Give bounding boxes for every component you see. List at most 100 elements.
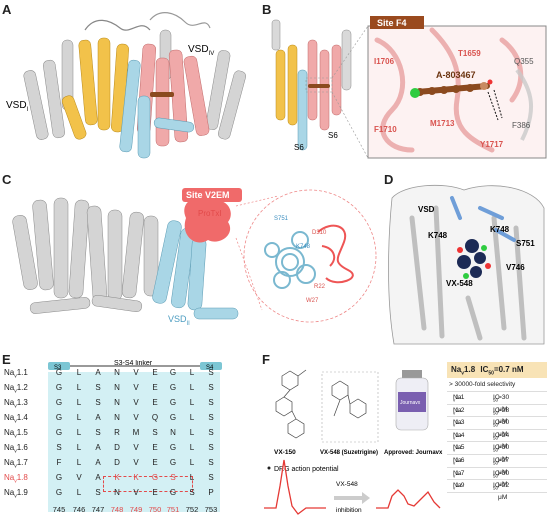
journavx-bottle: Journavx	[395, 370, 429, 431]
residue-cell: V	[133, 488, 139, 497]
residue-cell: G	[169, 458, 177, 467]
residue-cell: V	[76, 473, 82, 482]
compound-journavx: Approved: Journavx	[384, 450, 443, 456]
residue-cell: D	[114, 458, 120, 467]
residue-cell: S	[208, 398, 214, 407]
panel-f-compounds: VX-150 VX-548 (Suzetrigine) Journavx App…	[264, 369, 443, 515]
vsd-label-d: VSD	[418, 205, 435, 214]
residue-cell: V	[133, 413, 139, 422]
channel-label: Nav1.9	[4, 488, 28, 500]
residue-cell: G	[169, 368, 177, 377]
vsd-iv-label: VSDIV	[188, 44, 214, 57]
site-f4-title: Site F4	[377, 18, 407, 28]
residue-f386: F386	[512, 121, 531, 130]
residue-i1706: I1706	[374, 57, 395, 66]
alignment-bg	[48, 372, 220, 512]
ap-trace-after	[376, 489, 441, 509]
vsd-i-label: VSDI	[6, 100, 29, 113]
residue-cell: G	[169, 398, 177, 407]
compound-vx150: VX-150	[274, 449, 296, 456]
residue-cell: E	[152, 488, 158, 497]
residue-cell: S	[189, 488, 195, 497]
residue-cell: E	[152, 458, 158, 467]
channel-label: Nav1.3	[4, 398, 28, 410]
residue-cell: E	[152, 443, 158, 452]
residue-cell: N	[114, 383, 120, 392]
arrow-label-2: inhibition	[336, 507, 362, 514]
channel-label: Nav1.5	[4, 428, 28, 440]
residue-cell: N	[114, 398, 120, 407]
segment-s3: S3	[54, 365, 62, 371]
ic50-table: Nav1.8 IC50=0.7 nM > 30000-fold selectiv…	[447, 362, 547, 501]
residue-cell: L	[189, 458, 195, 467]
residue-cell: V	[133, 443, 139, 452]
residue-cell: N	[114, 368, 120, 377]
panel-d-letter: D	[384, 172, 394, 187]
position-number: 753	[204, 505, 218, 514]
channel-label: Nav1.4	[4, 413, 28, 425]
residue-cell: G	[55, 383, 63, 392]
residue-cell: R	[114, 428, 120, 437]
residue-cell: E	[152, 368, 158, 377]
position-number: 749	[129, 505, 143, 514]
residue-cell: L	[76, 368, 82, 377]
residue-cell: N	[114, 413, 120, 422]
residue-cell: S	[95, 428, 101, 437]
svg-text:Journavx: Journavx	[400, 400, 421, 406]
residue-cell: L	[76, 488, 82, 497]
residue-cell: M	[132, 428, 140, 437]
segment-s4: S4	[206, 365, 214, 371]
position-number: 751	[166, 505, 180, 514]
channel-label: Nav1.6	[4, 443, 28, 455]
selectivity-note: > 30000-fold selectivity	[447, 378, 547, 392]
residue-cell: L	[189, 368, 195, 377]
residue-cell: L	[189, 473, 195, 482]
residue-cell: S	[170, 473, 176, 482]
residue-cell: S	[95, 383, 101, 392]
a-803467-molecule	[410, 79, 493, 98]
residue-cell: S	[208, 458, 214, 467]
residue-cell: A	[95, 443, 101, 452]
channel-label: Nav1.7	[4, 458, 28, 470]
residue-k748-d1: K748	[428, 231, 448, 240]
na18-highlight-box	[103, 476, 193, 492]
s6-label-left: S6	[294, 143, 304, 152]
panel-a-structure: VSDIV VSDI	[6, 12, 246, 159]
residue-cell: G	[55, 368, 63, 377]
position-number: 750	[148, 505, 162, 514]
residue-cell: S	[208, 443, 214, 452]
residue-q355: Q355	[514, 57, 534, 66]
residue-cell: G	[55, 473, 63, 482]
residue-v746: V746	[506, 263, 525, 272]
panel-f-letter: F	[262, 352, 270, 367]
residue-k748-d2: K748	[490, 225, 510, 234]
residue-cell: S	[208, 368, 214, 377]
residue-cell: L	[189, 413, 195, 422]
ic50-header: Nav1.8 IC50=0.7 nM	[447, 362, 547, 378]
residue-cell: A	[95, 413, 101, 422]
residue-cell: G	[169, 443, 177, 452]
arrow-label-1: VX-548	[336, 481, 358, 488]
residue-cell: N	[170, 428, 176, 437]
compound-vx548: VX-548 (Suzetrigine)	[320, 450, 378, 456]
residue-cell: L	[189, 398, 195, 407]
protxi-toxin-shape	[184, 197, 231, 243]
residue-cell: F	[56, 458, 62, 467]
position-number: 746	[72, 505, 86, 514]
residue-cell: K	[133, 473, 139, 482]
residue-s751-c: S751	[274, 216, 289, 222]
panel-a-letter: A	[2, 2, 12, 17]
residue-cell: G	[169, 383, 177, 392]
residue-cell: L	[76, 413, 82, 422]
residue-cell: L	[189, 443, 195, 452]
residue-cell: L	[76, 383, 82, 392]
residue-r22: R22	[314, 284, 326, 290]
position-number: 752	[185, 505, 199, 514]
